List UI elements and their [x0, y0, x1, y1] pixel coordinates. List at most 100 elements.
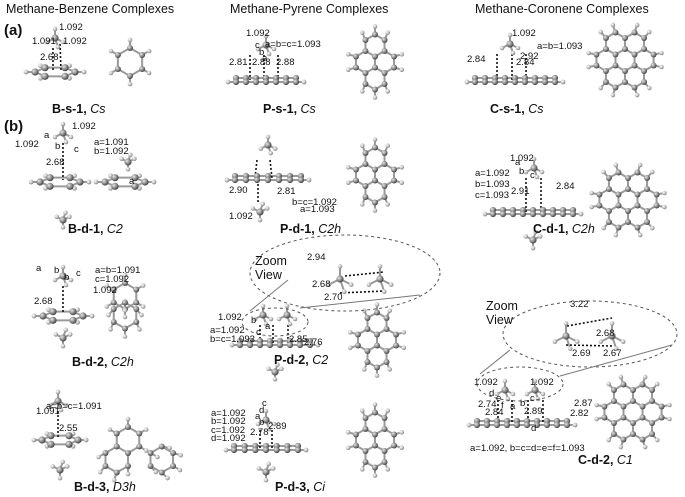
- header-pyrene: Methane-Pyrene Complexes: [230, 2, 389, 16]
- annotation-c-d-2-4: 1.092: [474, 377, 498, 388]
- zoom-source-ellipse-pd2: [241, 307, 309, 337]
- annotation-c-d-2-1: 2.68: [596, 328, 615, 339]
- zoom-view-ellipse-cd2: [502, 300, 678, 368]
- bond-letter-14: a: [515, 157, 521, 168]
- annotation-c-d-1-3: c=1.093: [475, 190, 510, 201]
- point-group: D3h: [112, 480, 136, 494]
- annotation-p-s-1-4: 2.88: [276, 57, 295, 68]
- bond-letter-6: c: [76, 268, 81, 279]
- annotation-b-d-2-3: 2.68: [34, 296, 53, 307]
- structure-name: P-d-1: [280, 222, 312, 236]
- annotation-c-d-2-0: 3.22: [570, 299, 589, 310]
- annotation-p-d-1-2: b=c=1.092: [292, 197, 337, 208]
- bond-letter-5: b: [64, 272, 70, 283]
- annotation-p-d-2-3: 1.092: [218, 312, 242, 323]
- zoom-view-label-pd2: Zoom View: [255, 254, 287, 282]
- annotation-b-d-1-3: b=1.092: [94, 146, 129, 157]
- bond-letter-16: c: [530, 170, 535, 181]
- bond-letter-12: a: [265, 321, 271, 332]
- annotation-p-d-2-4: a=1.092: [210, 325, 245, 336]
- structure-name: C-d-2: [578, 453, 610, 467]
- annotation-p-s-1-2: 2.81: [229, 57, 248, 68]
- annotation-c-d-1-5: 2.84: [556, 181, 575, 192]
- structure-name: B-d-3: [74, 480, 106, 494]
- point-group: C2h: [318, 222, 342, 236]
- bond-letter-1: b: [55, 141, 61, 152]
- bond-letter-27: d: [531, 423, 537, 434]
- annotation-c-d-1-0: 1.092: [510, 153, 534, 164]
- point-group: Cs: [300, 102, 316, 116]
- annotation-p-d-2-6: 2.85: [289, 334, 308, 345]
- annotation-p-d-3-5: 2.89: [268, 421, 287, 432]
- annotation-c-d-2-9: 2.87: [574, 398, 593, 409]
- structure-name: P-d-3: [275, 480, 307, 494]
- annotation-c-d-2-6: 2.74: [478, 399, 497, 410]
- annotation-p-d-3-4: 2.78: [250, 427, 269, 438]
- point-group: C2: [106, 222, 123, 236]
- annotation-b-d-1-0: 1.092: [72, 121, 96, 132]
- annotation-p-d-2-2: 2.70: [324, 292, 343, 303]
- section-b: (b): [4, 118, 24, 135]
- annotation-c-s-1-1: a=b=1.093: [537, 41, 583, 52]
- annotation-b-d-1-1: 1.092: [15, 139, 39, 150]
- structure-label-c-d-1: C-d-1, C2h: [533, 222, 595, 236]
- annotation-p-d-1-0: 2.90: [229, 185, 248, 196]
- bond-letter-3: a: [129, 176, 135, 187]
- zoom-view-label-cd2: Zoom View: [486, 299, 518, 327]
- structure-name: B-s-1: [52, 102, 84, 116]
- structure-label-b-s-1: B-s-1, Cs: [52, 102, 106, 116]
- annotation-c-d-2-8: 2.89: [524, 406, 543, 417]
- annotation-c-d-2-3: 2.67: [603, 348, 622, 359]
- bond-letter-13: c: [256, 327, 261, 338]
- bond-letter-15: b: [519, 166, 525, 177]
- annotation-b-d-2-2: 1.092: [93, 285, 117, 296]
- zoom-view-ellipse-pd2: [249, 234, 441, 312]
- annotation-b-d-2-0: a=b=1.091: [95, 265, 141, 276]
- bond-letter-10: a: [262, 53, 268, 64]
- annotation-c-d-1-2: b=1.093: [475, 179, 510, 190]
- point-group: Cs: [90, 102, 106, 116]
- annotation-c-d-2-10: 2.82: [570, 408, 589, 419]
- bond-letter-25: b: [520, 398, 526, 409]
- annotation-p-d-2-5: b=c=1.093: [210, 334, 255, 345]
- annotation-c-s-1-2: 2.92: [520, 51, 539, 62]
- annotation-p-d-1-4: 1.092: [229, 211, 253, 222]
- bond-letter-9: b: [259, 47, 265, 58]
- annotation-c-d-2-2: 2.69: [572, 348, 591, 359]
- bond-letter-8: c: [255, 40, 260, 51]
- point-group: Cs: [528, 102, 544, 116]
- structure-label-p-d-3: P-d-3, Ci: [275, 480, 326, 494]
- annotation-c-d-2-11: a=1.092, b=c=d=e=f=1.093: [470, 443, 585, 454]
- structure-label-c-d-2: C-d-2, C1: [578, 453, 633, 467]
- bond-letter-17: d: [259, 405, 265, 416]
- annotation-b-d-3-0: a=b=c=1.091: [46, 401, 102, 412]
- bond-letter-20: c: [262, 398, 267, 409]
- annotation-b-s-1-1: 1.091: [32, 36, 56, 47]
- annotation-b-d-3-2: 2.55: [59, 423, 78, 434]
- annotation-p-d-3-0: a=1.092: [211, 408, 246, 419]
- point-group: Ci: [313, 480, 326, 494]
- bond-letter-0: a: [44, 130, 50, 141]
- annotation-c-d-1-4: 2.91: [511, 186, 530, 197]
- annotation-b-d-3-1: 1.091: [36, 406, 60, 417]
- annotation-b-s-1-2: 1.092: [63, 36, 87, 47]
- structure-name: B-d-1: [68, 222, 100, 236]
- header-benzene: Methane-Benzene Complexes: [6, 2, 175, 16]
- header-coronene: Methane-Coronene Complexes: [475, 2, 649, 16]
- annotation-p-d-2-1: 2.68: [312, 279, 331, 290]
- annotation-p-d-1-3: a=1.093: [300, 204, 335, 215]
- structure-label-b-d-1: B-d-1, C2: [68, 222, 123, 236]
- bond-letter-26: c: [530, 393, 535, 404]
- annotation-p-s-1-3: 2.88: [252, 57, 271, 68]
- zoom-source-ellipse-cd2: [476, 366, 564, 402]
- bond-letter-18: a: [255, 411, 261, 422]
- bond-letter-4: b: [54, 265, 60, 276]
- annotation-b-s-1-3: 2.68: [40, 52, 59, 63]
- bond-letter-22: e: [496, 393, 502, 404]
- structure-label-c-s-1: C-s-1, Cs: [490, 102, 544, 116]
- annotation-b-d-2-1: c=1.092: [95, 274, 130, 285]
- point-group: C2h: [110, 355, 134, 369]
- annotation-p-d-3-1: b=1.092: [211, 416, 246, 427]
- point-group: C2: [312, 353, 329, 367]
